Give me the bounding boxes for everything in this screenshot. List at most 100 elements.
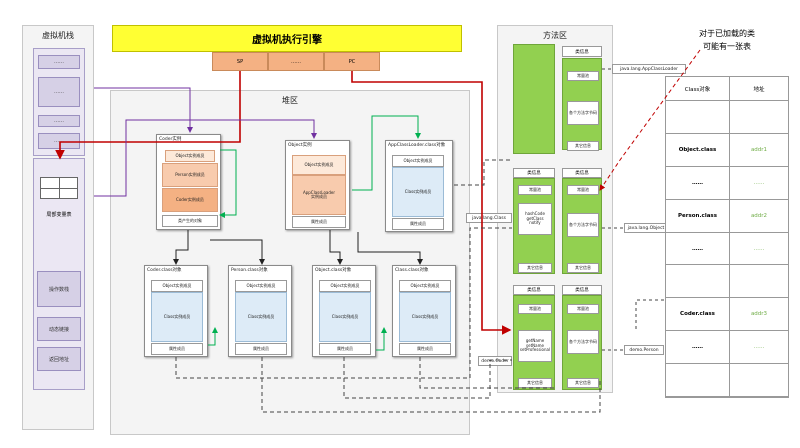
class-addr-cell: addr2 (730, 200, 788, 233)
card-title: AppClassLoader.class对象 (388, 143, 446, 148)
other-info-chip: 其它信息 (567, 378, 599, 388)
stack-frame-top: …… …… …… …… (33, 48, 85, 156)
class-addr-cell: …… (730, 233, 788, 266)
class-info-col (513, 44, 555, 154)
class-name-cell: Coder.class (666, 298, 730, 332)
object-members-chip: Object实例成员 (319, 280, 371, 292)
class-members-chip: Class实例成员 (392, 167, 444, 217)
attr-members-chip: 属性成员 (319, 343, 371, 355)
tag-class: java.lang.Class (466, 213, 512, 223)
operand-stack-box: 操作数栈 (37, 271, 81, 307)
attr-members-chip: 属性成员 (151, 343, 203, 355)
tag-person: demo.Person (624, 345, 664, 355)
person-members-chip: Person实例成员 (162, 163, 218, 187)
class-name-cell: …… (666, 331, 730, 365)
class-addr-cell: addr3 (730, 298, 788, 332)
card-title: Person.class对象 (231, 268, 268, 273)
vm-stack-title: 虚拟机栈 (42, 31, 74, 40)
table-row (666, 265, 788, 299)
dynamic-link-box: 动态链接 (37, 317, 81, 341)
tag-appclassloader: java.lang.AppClassLoader (612, 64, 686, 74)
stack-frame-current: 局部变量表 操作数栈 动态链接 返回地址 (33, 158, 85, 390)
frame-item: …… (38, 77, 80, 107)
person-class-card: Person.class对象 Object实例成员 Class实例成员 属性成员 (228, 265, 292, 357)
method-area-title: 方法区 (543, 31, 567, 40)
class-name-cell: …… (666, 232, 730, 266)
coder-class-card: Coder.class对象 Object实例成员 Class实例成员 属性成员 (144, 265, 208, 357)
class-name-cell (666, 265, 730, 299)
object-members-chip: Object实例成员 (292, 155, 346, 175)
method-bytecode-chip: 各个方法字节码 (567, 213, 599, 237)
table-row (666, 364, 788, 398)
attr-members-chip: 属性成员 (292, 216, 346, 228)
vm-stack-panel: 虚拟机栈 …… …… …… …… 局部变量表 操作数栈 动态链接 返回地址 (22, 25, 94, 430)
class-members-chip: Class实例成员 (235, 292, 287, 342)
object-members-chip: Object实例成员 (399, 280, 451, 292)
class-members-chip: Class实例成员 (319, 292, 371, 342)
attr-members-chip: 属性成员 (399, 343, 451, 355)
constant-pool-chip: 常量池 (567, 71, 599, 81)
local-vars-grid (40, 177, 78, 199)
card-title: Object实例 (288, 143, 312, 148)
table-row (666, 101, 788, 134)
class-info-header: 类信息 (562, 168, 602, 178)
class-info-col: 常量池 各个方法字节码 其它信息 (562, 58, 602, 151)
table-row: ………… (666, 166, 788, 200)
local-vars-label: 局部变量表 (46, 212, 72, 218)
col-addr-header: 地址 (730, 77, 788, 101)
engine-cell-pc: PC (324, 52, 380, 71)
other-info-chip: 其它信息 (567, 141, 599, 151)
tag-object: java.lang.Object (624, 223, 668, 233)
class-class-card: Class.class对象 Object实例成员 Class实例成员 属性成员 (392, 265, 456, 357)
object-class-card: Object.class对象 Object实例成员 Class实例成员 属性成员 (312, 265, 376, 357)
class-addr-cell (730, 265, 788, 299)
constant-pool-chip: 常量池 (518, 185, 552, 195)
constant-pool-chip: 常量池 (518, 304, 552, 314)
class-info-col: 常量池 各个方法字节码 其它信息 (562, 295, 602, 390)
class-info-header: 类信息 (513, 168, 555, 178)
class-info-header: 类信息 (513, 285, 555, 295)
class-info-header: 类信息 (562, 285, 602, 295)
constant-pool-chip: 常量池 (567, 185, 599, 195)
object-instance-card: Object实例 Object实例成员 AppClassLoader 实例成员 … (285, 140, 350, 230)
attr-members-chip: 属性成员 (392, 218, 444, 230)
class-info-header: 类信息 (562, 46, 602, 57)
class-members-chip: Class实例成员 (399, 292, 451, 342)
class-name-cell: Person.class (666, 199, 730, 233)
method-bytecode-chip: 各个方法字节码 (567, 330, 599, 354)
engine-cell-mid: …… (268, 52, 324, 71)
object-members-chip: Object实例成员 (392, 155, 444, 167)
attr-members-chip: 属性成员 (235, 343, 287, 355)
tag-coder: demo.Coder (478, 356, 512, 366)
class-info-col: 常量池 hashCode getClass notify 其它信息 (513, 178, 555, 274)
class-name-cell: …… (666, 166, 730, 200)
coder-instance-card: Coder实例 Object实例成员 Person实例成员 Coder实例成员 … (156, 134, 221, 230)
col-class-header: Class对象 (666, 77, 730, 101)
heap-title: 堆区 (282, 96, 298, 105)
method-bytecode-chip: 各个方法字节码 (567, 101, 599, 125)
constant-pool-chip: 常量池 (567, 304, 599, 314)
class-table-heading: 对于已加载的类 可能有一张表 (699, 29, 755, 51)
card-title: Coder实例 (159, 137, 182, 142)
return-address-box: 返回地址 (37, 347, 81, 371)
frame-item: …… (38, 115, 80, 127)
other-info-chip: 其它信息 (518, 378, 552, 388)
class-members-chip: Class实例成员 (151, 292, 203, 342)
dash-9 (635, 299, 664, 330)
class-name-cell: Object.class (666, 133, 730, 167)
table-row: ………… (666, 331, 788, 365)
appclassloader-members-chip: AppClassLoader 实例成员 (292, 175, 346, 215)
object-members-chip: Object实例成员 (235, 280, 287, 292)
card-title: Object.class对象 (315, 268, 352, 273)
card-title: Coder.class对象 (147, 268, 182, 273)
frame-item: …… (38, 55, 80, 69)
frame-item: …… (38, 133, 80, 149)
other-info-chip: 其它信息 (518, 263, 552, 273)
class-addr-cell: …… (730, 331, 788, 365)
class-name-cell (666, 364, 730, 398)
